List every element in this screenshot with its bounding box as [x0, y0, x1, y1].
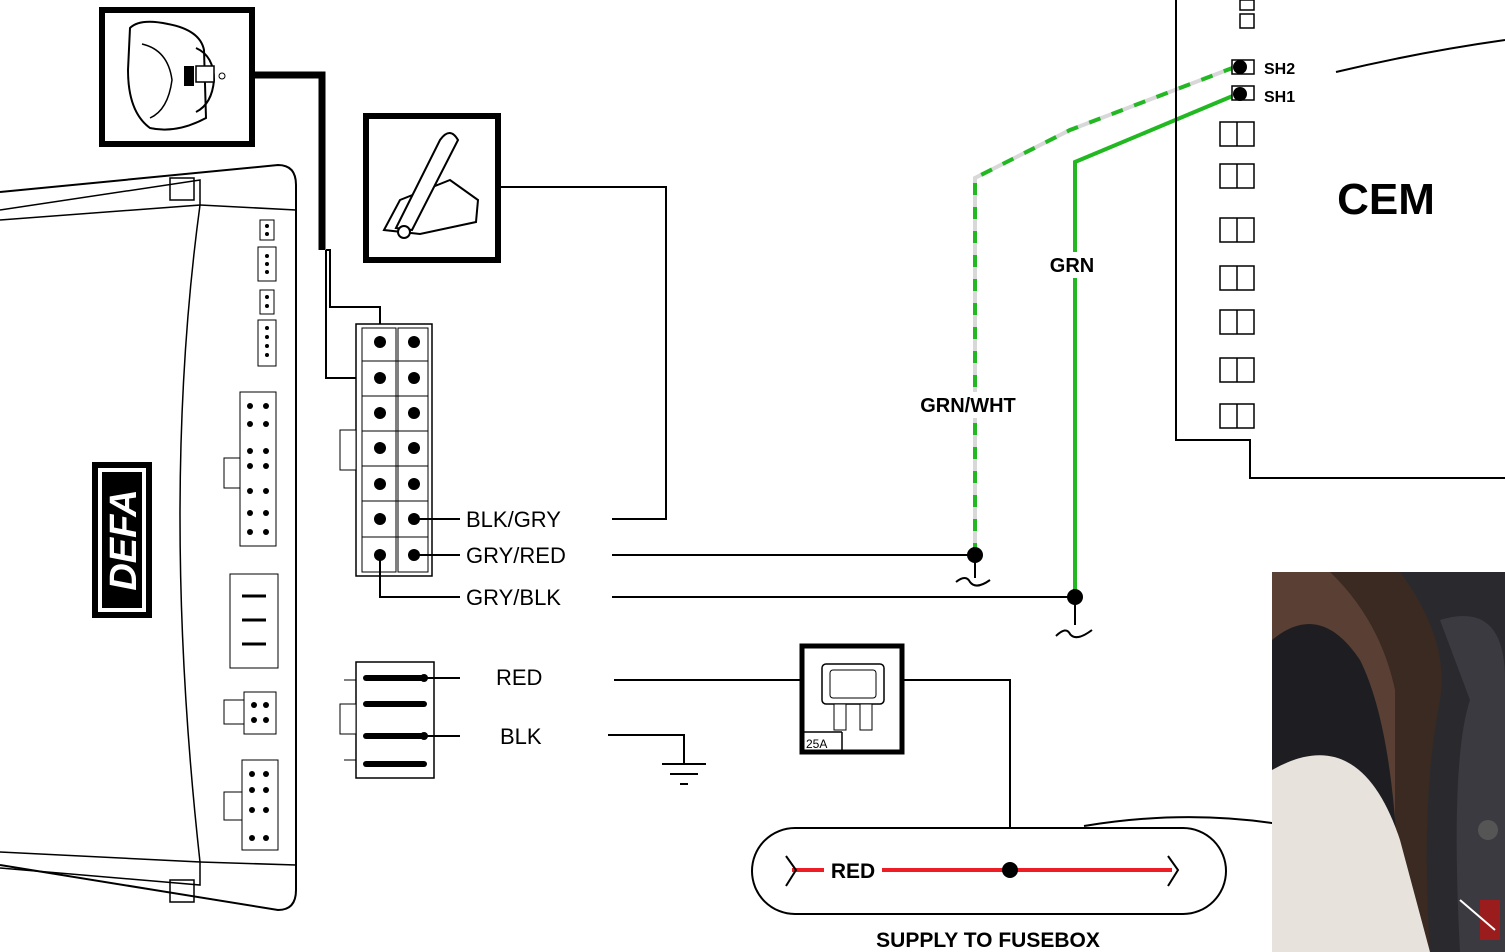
- supply-caption: SUPPLY TO FUSEBOX: [876, 929, 1100, 952]
- power-connector: [339, 661, 435, 779]
- wire-label-red-supply: RED: [831, 860, 875, 883]
- cem-unit: SH2 SH1 CEM: [1175, 0, 1505, 479]
- supply-loop: RED: [751, 827, 1227, 915]
- wire-label-red: RED: [496, 665, 542, 690]
- grn-wire: [1073, 93, 1236, 597]
- wire-label-grn-wht: GRN/WHT: [920, 395, 1016, 417]
- wire-label-gry-blk: GRY/BLK: [466, 585, 561, 610]
- ground-icon: [662, 763, 706, 785]
- wire-label-blk-gry: BLK/GRY: [466, 507, 561, 532]
- grn-wht-wire: [973, 65, 1236, 555]
- fuse-rating: 25A: [806, 737, 827, 751]
- blade-fuse-icon: 25A: [799, 643, 905, 755]
- key-ignition-icon: [99, 7, 255, 147]
- cem-title: CEM: [1337, 175, 1435, 224]
- cem-pin-sh1: SH1: [1264, 89, 1295, 106]
- wire-label-blk: BLK: [500, 724, 542, 749]
- defa-module: DEFA: [0, 163, 297, 912]
- cem-pin-sh2: SH2: [1264, 61, 1295, 78]
- defa-brand-text: DEFA: [103, 489, 145, 590]
- car-interior-photo: [1272, 572, 1505, 952]
- wire-label-gry-red: GRY/RED: [466, 543, 566, 568]
- wire-label-grn: GRN: [1050, 255, 1094, 277]
- defa-logo: DEFA: [92, 462, 152, 618]
- hood-switch-icon: [363, 113, 501, 263]
- main-connector: [339, 323, 433, 577]
